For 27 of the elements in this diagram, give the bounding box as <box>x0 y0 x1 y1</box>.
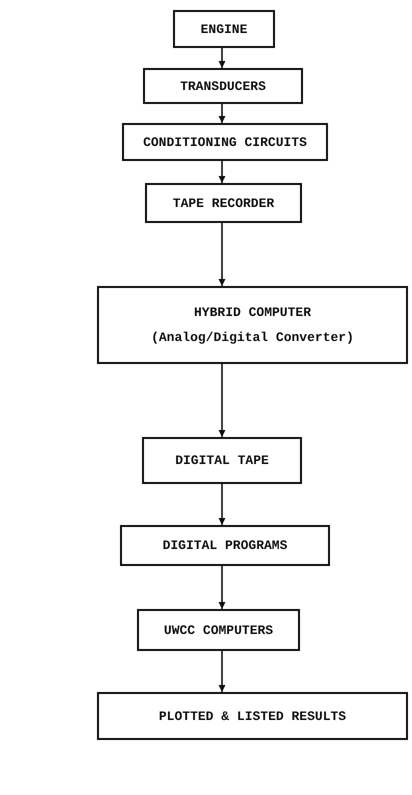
arrow <box>218 484 226 525</box>
box-label: UWCC COMPUTERS <box>164 622 274 638</box>
arrow <box>218 651 226 692</box>
box-label: HYBRID COMPUTER <box>194 305 312 320</box>
process-box <box>145 183 302 223</box>
box-label: DIGITAL PROGRAMS <box>162 538 288 553</box>
arrow <box>218 566 226 609</box>
process-box <box>122 123 328 161</box>
box-label: CONDITIONING CIRCUITS <box>143 134 307 150</box>
process-box <box>97 692 408 740</box>
box-label: ENGINE <box>200 22 248 36</box>
box-label: DIGITAL TAPE <box>175 453 269 468</box>
box-label: TAPE RECORDER <box>172 196 274 210</box>
process-box <box>137 609 300 651</box>
arrow <box>218 161 226 183</box>
arrow <box>218 104 226 123</box>
arrow <box>218 48 226 68</box>
box-label: TRANSDUCERS <box>180 78 266 94</box>
box-label: PLOTTED & LISTED RESULTS <box>158 708 346 724</box>
process-box <box>97 286 408 364</box>
box-subtitle: (Analog/Digital Converter) <box>151 330 354 345</box>
arrow <box>218 364 226 437</box>
process-box <box>120 525 330 566</box>
process-box <box>173 10 275 48</box>
process-box <box>142 437 302 484</box>
process-box <box>143 68 303 104</box>
arrow <box>218 223 226 286</box>
